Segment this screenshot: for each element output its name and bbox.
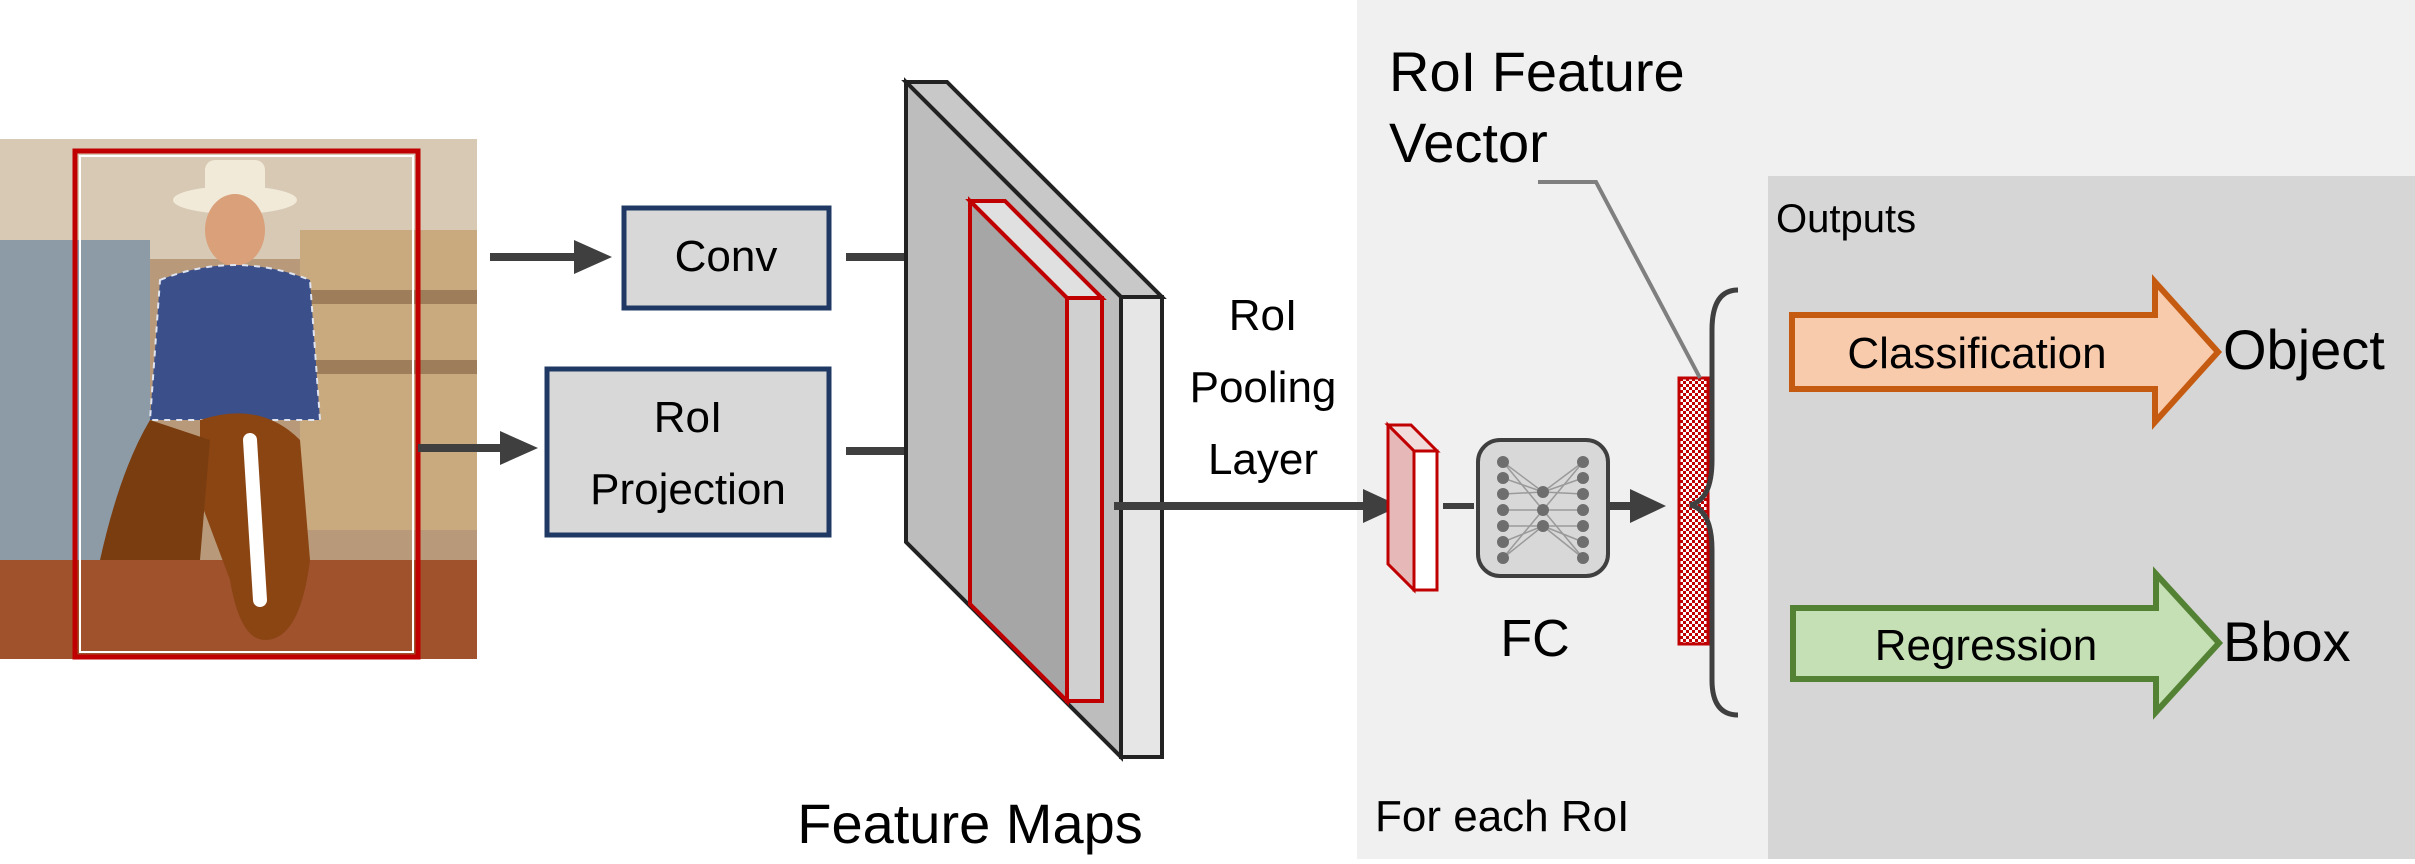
regression-label: Regression <box>1875 621 2098 670</box>
roi-pooling-label-line1: RoI <box>1229 291 1297 340</box>
outputs-panel <box>1768 176 2415 859</box>
classification-label: Classification <box>1847 329 2106 378</box>
arrow-photo-to-roi-projection <box>418 431 538 465</box>
conv-label: Conv <box>675 232 778 281</box>
feature-maps-roi-region <box>965 196 1107 706</box>
roi-bounding-box <box>72 148 421 660</box>
roi-projection-label-line1: RoI <box>654 393 722 442</box>
arrow-fc-to-vector <box>1610 489 1666 523</box>
object-label: Object <box>2223 318 2385 381</box>
neural-network-icon[interactable] <box>1476 438 1610 578</box>
arrow-roi-pooling <box>1114 489 1400 523</box>
outputs-label: Outputs <box>1776 197 1916 241</box>
roi-feature-vector-label-line2: Vector <box>1389 111 1548 174</box>
fc-label: FC <box>1500 610 1569 668</box>
roi-feature-vector-label-line1: RoI Feature <box>1389 40 1685 103</box>
roi-feature-vector-leader <box>1538 180 1702 379</box>
arrow-photo-to-conv <box>490 240 612 274</box>
pooled-feature-block <box>1384 421 1441 594</box>
regression-arrow <box>1790 566 2224 720</box>
for-each-roi-label: For each RoI <box>1375 792 1629 841</box>
conv-box <box>621 205 832 311</box>
classification-arrow <box>1789 274 2223 430</box>
feature-maps-label: Feature Maps <box>797 792 1143 855</box>
roi-pooling-label-line3: Layer <box>1208 435 1318 484</box>
roi-pooling-label-line2: Pooling <box>1190 363 1337 412</box>
cowboy-on-horse-photo <box>0 139 477 659</box>
outputs-brace <box>1689 287 1739 718</box>
roi-projection-label-line2: Projection <box>590 465 786 514</box>
bbox-label: Bbox <box>2223 610 2351 673</box>
roi-projection-box <box>544 366 832 538</box>
